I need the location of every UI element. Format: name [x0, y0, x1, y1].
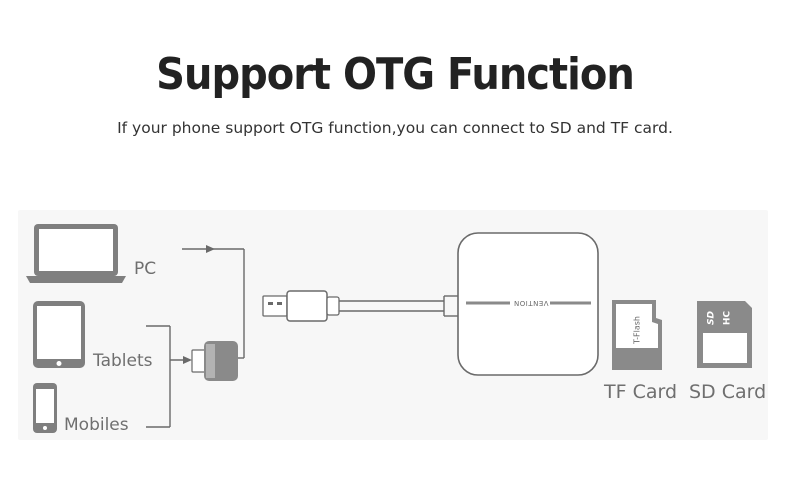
tf-card-icon: T-Flash: [612, 300, 662, 370]
page-title: Support OTG Function: [156, 50, 635, 100]
tf-card-label: TF Card: [604, 381, 678, 403]
mobile-connector-line: [146, 325, 190, 428]
pc-label: PC: [134, 259, 157, 279]
laptop-icon: [26, 224, 126, 283]
tf-card-text: T-Flash: [633, 316, 642, 345]
sd-card-label: SD Card: [689, 381, 767, 403]
tablets-label: Tablets: [93, 351, 153, 371]
usb-plug-icon: [262, 290, 340, 322]
mobile-arrow-icon: [183, 356, 192, 364]
mobiles-label: Mobiles: [64, 415, 129, 435]
micro-usb-adapter-icon: [191, 341, 238, 381]
sd-card-icon: SD HC: [697, 301, 752, 368]
pc-arrow-icon: [206, 245, 215, 253]
sd-hc-text: HC: [723, 311, 733, 326]
hub-brand-text: VENTION: [513, 299, 548, 307]
usb-cable: [339, 295, 459, 317]
card-reader-hub-icon: VENTION: [457, 232, 599, 376]
page-subtitle: If your phone support OTG function,you c…: [117, 119, 673, 137]
mobile-icon: [33, 383, 57, 433]
sd-logo-text: SD: [707, 310, 717, 324]
tablet-icon: [33, 301, 85, 368]
